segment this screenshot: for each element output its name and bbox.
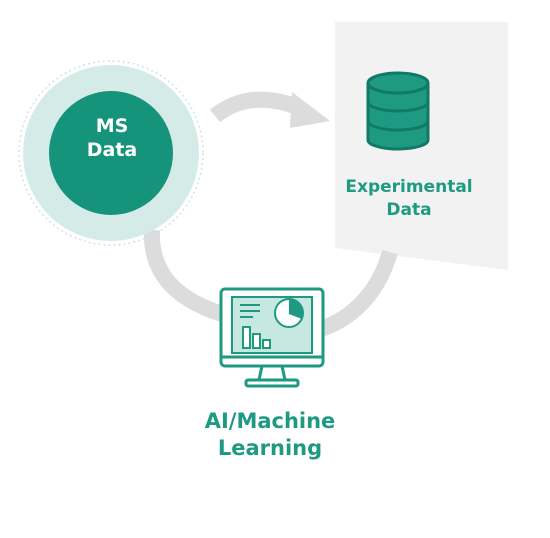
arrow-head-icon: [290, 92, 330, 128]
ms-data-label-line2: Data: [86, 138, 138, 161]
ai-ml-label: AI/Machine Learning: [170, 408, 370, 462]
experimental-data-label: Experimental Data: [325, 176, 493, 222]
ai-ml-label-line1: AI/Machine: [204, 409, 336, 433]
monitor-chart-icon: [219, 287, 325, 388]
ms-data-label-line1: MS: [95, 115, 129, 137]
cycle-arc-top: [210, 91, 303, 123]
database-icon: [366, 71, 430, 151]
cycle-arc-right: [315, 249, 398, 338]
cycle-arc-left: [143, 229, 225, 322]
experimental-data-label-line2: Data: [386, 199, 432, 220]
ms-data-label: MS Data: [58, 115, 166, 163]
experimental-data-label-line1: Experimental: [345, 177, 473, 197]
ai-ml-label-line2: Learning: [217, 435, 323, 460]
ms-data-core: [49, 91, 173, 215]
ms-data-dotted-ring: [18, 60, 204, 246]
